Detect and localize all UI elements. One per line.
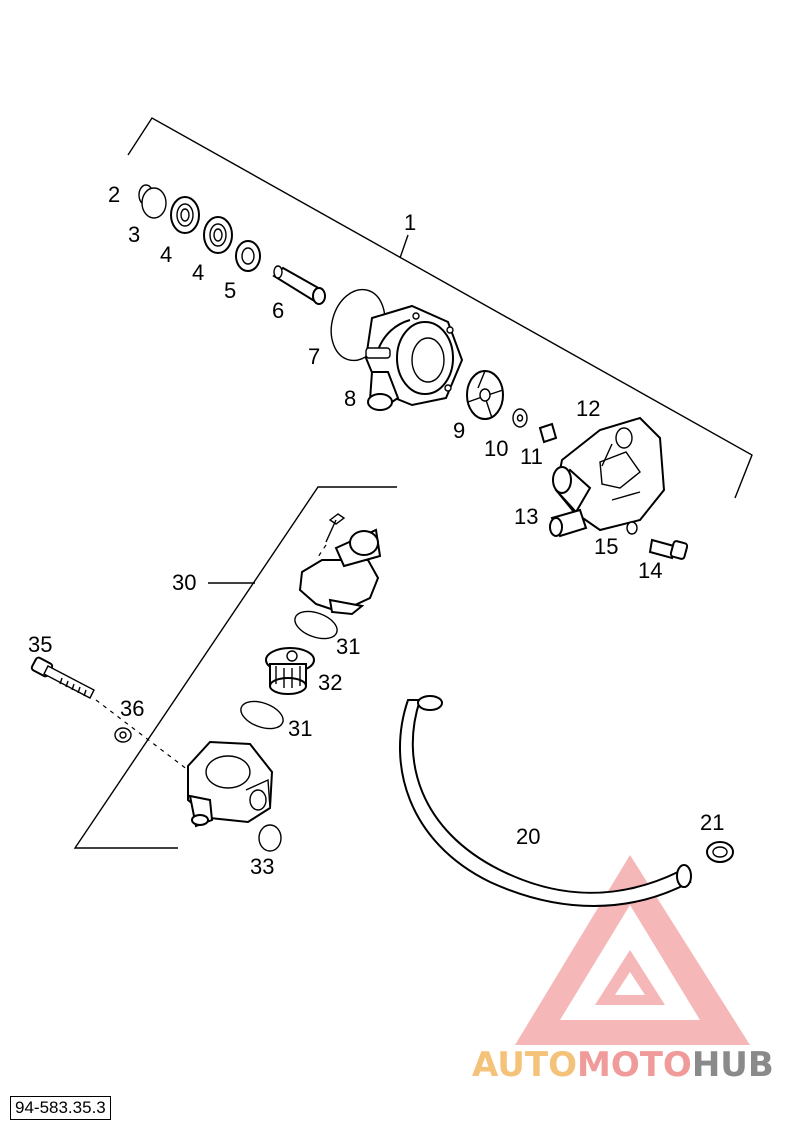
callout-36: 36 [120, 696, 144, 721]
part-bolt-11 [538, 422, 558, 444]
callout-7: 7 [308, 344, 320, 369]
callout-11: 11 [520, 444, 543, 469]
callout-8: 8 [344, 386, 356, 411]
callout-35: 35 [28, 632, 52, 657]
watermark-text: AUTOMOTOHUB [472, 1045, 774, 1085]
reference-code: 94-583.35.3 [10, 1096, 111, 1120]
watermark-triangle-hole [615, 972, 645, 995]
part-screw-30 [315, 513, 346, 561]
callout-10: 10 [484, 436, 508, 461]
part-bearing-4a [170, 196, 200, 234]
part-thermostat-32 [265, 647, 315, 695]
part-thermostat-cover-30 [298, 528, 382, 616]
callout-4a: 4 [160, 242, 172, 267]
callout-21: 21 [700, 810, 724, 835]
callout-labels: 1 2 3 4 4 5 6 7 8 9 10 11 12 13 14 15 20… [28, 182, 724, 879]
callout-4b: 4 [192, 260, 204, 285]
callout-2: 2 [108, 182, 120, 207]
callout-33: 33 [250, 854, 274, 879]
part-impeller-9 [466, 370, 504, 420]
bracket-group-1 [127, 117, 753, 499]
callout-9: 9 [453, 418, 465, 443]
callout-32: 32 [318, 670, 342, 695]
hose-end-upper [417, 695, 443, 711]
part-washer-10 [512, 408, 528, 428]
part-bolt-35 [30, 656, 95, 699]
callout-1: 1 [404, 210, 416, 235]
watermark-logo [515, 855, 750, 1045]
part-oring-33 [258, 824, 282, 852]
callout-30: 30 [172, 570, 196, 595]
bolt-alignment-line [95, 699, 189, 771]
callout-12: 12 [576, 396, 600, 421]
watermark-text-auto: AUTO [472, 1045, 577, 1085]
hose-end-lower [676, 864, 692, 888]
part-bearing-4b [203, 216, 233, 254]
watermark-text-hub: HUB [692, 1045, 774, 1085]
part-shaft-6 [272, 265, 326, 305]
bracket-group-30 [73, 486, 397, 849]
callout-14: 14 [638, 558, 662, 583]
callout-13: 13 [514, 504, 538, 529]
part-seal-5 [235, 240, 261, 272]
callout-20: 20 [516, 824, 540, 849]
part-thermostat-housing-33 [187, 740, 274, 828]
part-circlip-3 [141, 187, 167, 219]
callout-5: 5 [224, 278, 236, 303]
callout-15: 15 [594, 534, 618, 559]
callout-3: 3 [128, 222, 140, 247]
part-hose-20 [399, 699, 692, 907]
part-hose-clamp-21 [706, 841, 734, 863]
part-oring-31a [294, 610, 338, 640]
part-washer-36 [114, 727, 132, 743]
part-oring-31b [240, 700, 284, 730]
part-bolt-14 [648, 538, 689, 560]
callout-31b: 31 [288, 716, 312, 741]
callout-6: 6 [272, 298, 284, 323]
callout-31a: 31 [336, 634, 360, 659]
leader-1 [399, 234, 409, 259]
part-outlet-13 [549, 466, 592, 538]
part-pump-housing-8 [364, 304, 464, 412]
watermark-text-moto: MOTO [577, 1045, 692, 1085]
part-oring-15 [626, 521, 638, 535]
